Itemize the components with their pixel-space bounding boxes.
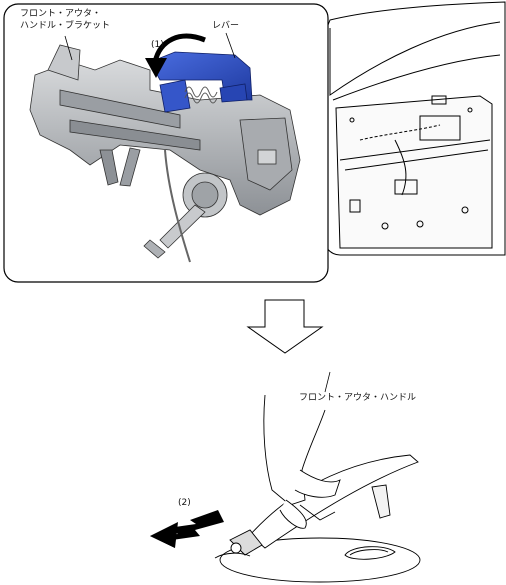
lever-label: レバー [212,21,240,31]
rotation-arrow-icon [145,33,206,78]
step1-label: (1) [151,40,164,50]
leader-lines [64,32,331,393]
lever-part [149,51,253,113]
handle-removal-illustration [214,394,421,583]
bracket-label-line2: ハンドル・ブラケット [20,21,111,31]
spring-part [184,86,218,104]
door-illustration [321,1,506,256]
bracket-label-line1: フロント・アウタ・ [20,9,102,19]
step2-label: (2) [178,498,191,508]
handle-label: フロント・アウタ・ハンドル [299,393,417,403]
pull-arrow-icon [150,510,224,548]
down-arrow-icon [246,299,324,354]
